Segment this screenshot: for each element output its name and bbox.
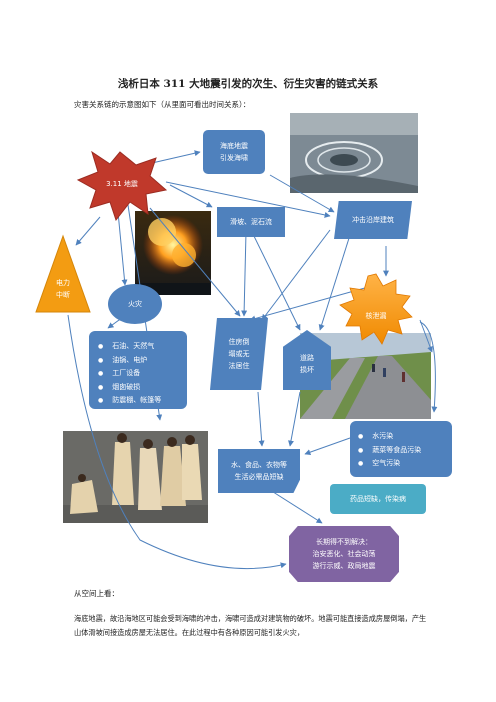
housing-node: 住房倒 塌或无 法居住	[210, 318, 268, 390]
list-item: 空气污染	[358, 457, 421, 471]
supplies-node: 水、食品、衣物等 生活必需品短缺	[218, 449, 300, 493]
list-item: 油锅、电炉	[98, 354, 161, 368]
fire-label: 火灾	[128, 300, 142, 308]
medicine-node: 药品短缺，传染病	[330, 484, 426, 514]
coastal-impact-label: 冲击沿岸建筑	[352, 216, 394, 224]
earthquake-star-shape	[76, 150, 168, 222]
list-item: 工厂设备	[98, 367, 161, 381]
power-outage-label: 电力 中断	[56, 279, 70, 299]
evacuees-photo	[63, 431, 208, 523]
page-title: 浅析日本 311 大地震引发的次生、衍生灾害的链式关系	[117, 78, 379, 90]
nuclear-leak-label: 核泄漏	[365, 312, 387, 320]
road-label: 道路 损坏	[300, 354, 314, 374]
list-item: 烟囱破损	[98, 381, 161, 395]
landslide-node: 滑坡、泥石流	[217, 207, 285, 237]
power-outage-triangle	[35, 234, 91, 313]
housing-label: 住房倒 塌或无 法居住	[228, 338, 250, 370]
longterm-label: 长期得不到解决： 治安恶化、社会动荡 游行示威、政局地震	[312, 538, 376, 570]
body-paragraph: 海底地震，故沿海地区可能会受到海啸的冲击，海啸可造成对建筑物的破坏。地震可能直接…	[74, 614, 427, 637]
power-outage-node: 电力 中断	[42, 276, 84, 302]
pollution-list: 水污染 蔬菜等食品污染 空气污染	[358, 430, 421, 471]
nuclear-leak-burst	[339, 273, 413, 345]
intro-text: 灾害关系链的示意图如下（从里面可看出时间关系）：	[74, 100, 251, 109]
supplies-label: 水、食品、衣物等 生活必需品短缺	[231, 461, 287, 481]
list-item: 防震棚、帐篷等	[98, 394, 161, 408]
fire-causes-list: 石油、天然气 油锅、电炉 工厂设备 烟囱破损 防震棚、帐篷等	[98, 340, 161, 408]
tsunami-label: 海底地震 引发海啸	[220, 142, 248, 162]
road-damage-photo	[300, 333, 431, 419]
landslide-label: 滑坡、泥石流	[230, 218, 272, 226]
list-item: 蔬菜等食品污染	[358, 444, 421, 458]
list-item: 石油、天然气	[98, 340, 161, 354]
nuclear-leak-node: 核泄漏	[350, 308, 402, 324]
coastal-impact-node: 冲击沿岸建筑	[334, 201, 412, 239]
longterm-node: 长期得不到解决： 治安恶化、社会动荡 游行示威、政局地震	[289, 526, 399, 582]
explosion-fire-photo	[135, 211, 211, 295]
earthquake-node: 3.11 地震	[92, 176, 152, 192]
fire-node: 火灾	[108, 284, 162, 324]
section-heading: 从空间上看：	[74, 589, 119, 598]
tsunami-whirlpool-photo	[290, 113, 418, 193]
tsunami-node: 海底地震 引发海啸	[203, 130, 265, 174]
list-item: 水污染	[358, 430, 421, 444]
medicine-label: 药品短缺，传染病	[350, 495, 406, 503]
earthquake-label: 3.11 地震	[106, 180, 138, 188]
